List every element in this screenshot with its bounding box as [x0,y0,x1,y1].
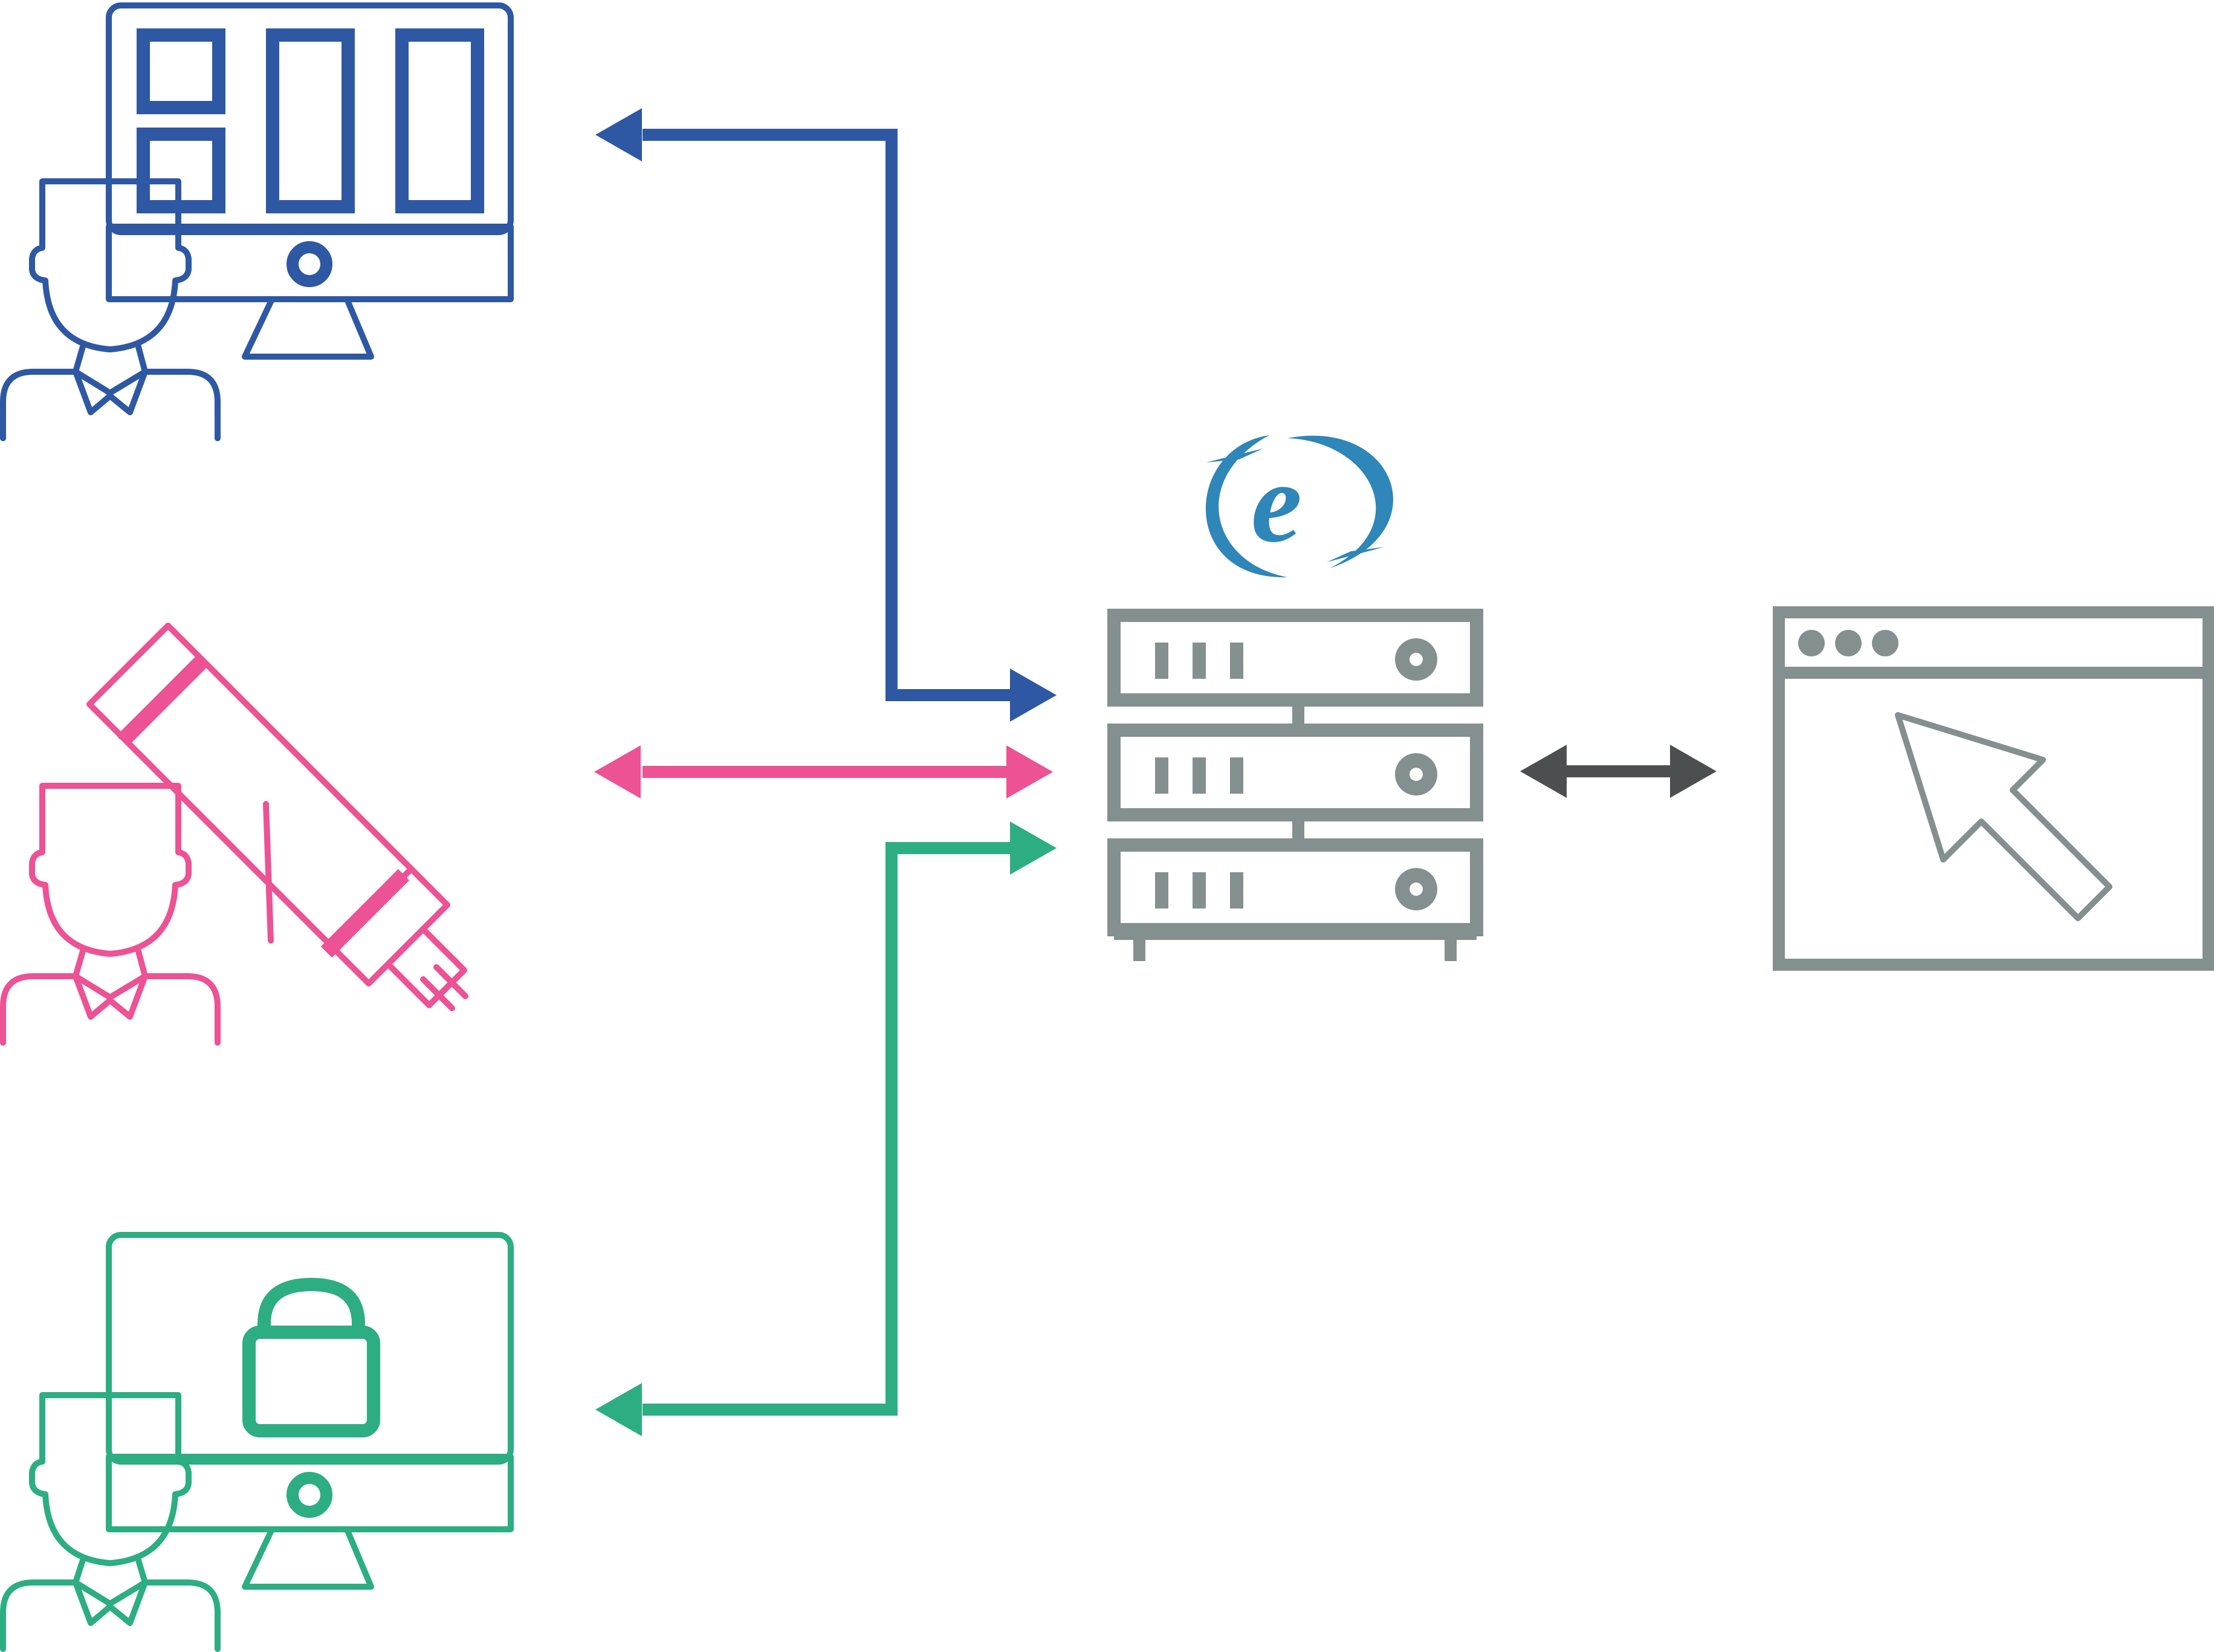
arrowhead-left-icon [595,108,642,161]
drive-slot-icon [1155,757,1168,794]
server-unit [1107,838,1483,936]
drive-slot-icon [1230,872,1243,909]
logo-letter: e [1251,439,1302,566]
security-server-connector [643,842,1011,1416]
security-user-icon [0,1232,514,1652]
arrowhead-left-icon [594,745,641,798]
window-dot-icon [1798,630,1825,656]
designer-user-icon [0,623,468,1046]
arrowhead-right-icon [1010,821,1057,875]
admin-server-connector [643,129,1011,701]
browser-window-icon [1773,606,2214,971]
cursor-arrow-icon [1895,712,2112,921]
server-unit [1107,724,1483,845]
arrowhead-right-icon [1006,745,1053,798]
window-dot-icon [1872,630,1898,656]
padlock-icon [242,1277,380,1437]
e-logo-icon: e [1205,435,1393,578]
designer-person-icon [0,783,221,1046]
arrowhead-right-icon [1670,745,1717,798]
drive-slot-icon [1155,872,1168,909]
window-dot-icon [1835,630,1862,656]
arrowhead-right-icon [1010,669,1057,722]
drive-slot-icon [1230,757,1243,794]
security-person-icon [0,1392,221,1652]
server-unit [1107,609,1483,730]
admin-person-icon [0,178,221,441]
drive-slot-icon [1193,757,1206,794]
drive-slot-icon [1155,643,1168,679]
pencil-icon [86,623,468,1011]
drive-slot-icon [1193,643,1206,679]
admin-user-icon [0,2,514,441]
arrowhead-left-icon [1520,745,1567,798]
arrowhead-left-icon [595,1383,642,1436]
server-rack-icon: e [1107,435,1483,961]
drive-slot-icon [1193,872,1206,909]
drive-slot-icon [1230,643,1243,679]
